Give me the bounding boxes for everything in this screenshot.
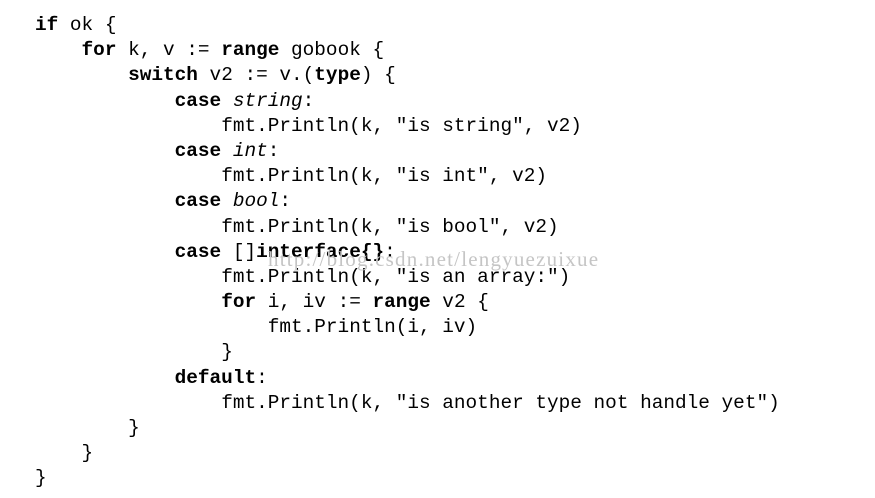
code-text: gobook {	[279, 39, 385, 62]
code-text: v2 := v.(	[197, 64, 315, 87]
code-line: switch v2 := v.(type) {	[35, 63, 875, 88]
code-line: default:	[35, 366, 875, 391]
code-text: :	[384, 240, 396, 263]
code-line: case bool:	[35, 189, 875, 214]
keyword: default	[174, 366, 257, 389]
indent	[35, 417, 128, 439]
keyword: if	[35, 14, 59, 36]
indent	[35, 341, 221, 363]
code-text: :	[267, 139, 280, 162]
keyword: range	[221, 39, 280, 62]
indent	[35, 266, 221, 288]
indent	[35, 316, 268, 338]
code-line: fmt.Println(k, "is int", v2)	[35, 164, 875, 189]
code-text: :	[256, 366, 268, 389]
code-line: fmt.Println(k, "is bool", v2)	[35, 215, 875, 240]
code-line: fmt.Println(k, "is another type not hand…	[35, 391, 875, 416]
keyword: case	[174, 240, 222, 263]
code-line: case int:	[35, 139, 875, 164]
indent	[35, 39, 82, 61]
code-line: for k, v := range gobook {	[35, 38, 875, 63]
code-line: }	[35, 340, 875, 365]
type-name: string	[232, 89, 303, 112]
keyword: switch	[128, 64, 198, 87]
indent	[35, 291, 221, 313]
code-line: fmt.Println(k, "is string", v2)	[35, 114, 875, 139]
indent	[35, 190, 175, 212]
code-text	[221, 140, 233, 162]
code-text: }	[128, 417, 140, 439]
code-line: for i, iv := range v2 {	[35, 290, 875, 315]
code-line: }	[35, 441, 875, 466]
code-text	[221, 190, 233, 212]
code-text: :	[302, 89, 315, 112]
indent	[35, 442, 82, 464]
code-line: if ok {	[35, 13, 875, 38]
indent	[35, 216, 221, 238]
code-text: }	[35, 467, 47, 490]
code-text: fmt.Println(i, iv)	[267, 316, 478, 339]
keyword: case	[174, 89, 222, 112]
keyword: case	[174, 139, 222, 162]
code-text: ok {	[58, 14, 117, 36]
code-line: }	[35, 416, 875, 441]
code-text: fmt.Println(k, "is bool", v2)	[221, 215, 559, 238]
indent	[35, 140, 175, 162]
indent	[35, 90, 175, 112]
type-name: int	[232, 139, 268, 162]
keyword: case	[174, 190, 222, 213]
indent	[35, 241, 175, 263]
indent	[35, 115, 221, 137]
keyword: for	[81, 39, 117, 62]
keyword: type	[314, 64, 361, 87]
indent	[35, 392, 221, 414]
code-text: }	[221, 341, 233, 364]
code-text: fmt.Println(k, "is string", v2)	[221, 114, 582, 137]
code-text: []	[221, 240, 257, 263]
indent	[35, 64, 128, 86]
indent	[35, 367, 175, 389]
indent	[35, 165, 221, 187]
code-line: fmt.Println(k, "is an array:")	[35, 265, 875, 290]
code-text: }	[81, 442, 94, 465]
code-text: v2 {	[430, 291, 489, 314]
type-name: bool	[232, 190, 280, 213]
keyword: for	[221, 291, 257, 314]
keyword: interface{}	[256, 240, 385, 263]
code-line: }	[35, 466, 875, 491]
code-text: k, v :=	[116, 39, 222, 62]
code-text: ) {	[360, 64, 396, 87]
code-text: fmt.Println(k, "is int", v2)	[221, 165, 548, 188]
code-text: fmt.Println(k, "is an array:")	[221, 265, 571, 288]
code-text: i, iv :=	[256, 291, 373, 314]
code-line: fmt.Println(i, iv)	[35, 315, 875, 340]
keyword: range	[372, 291, 431, 314]
code-text	[221, 90, 233, 112]
code-text: :	[279, 190, 292, 213]
code-line: case string:	[35, 89, 875, 114]
code-text: fmt.Println(k, "is another type not hand…	[221, 391, 780, 414]
code-line: case []interface{}:	[35, 240, 875, 265]
